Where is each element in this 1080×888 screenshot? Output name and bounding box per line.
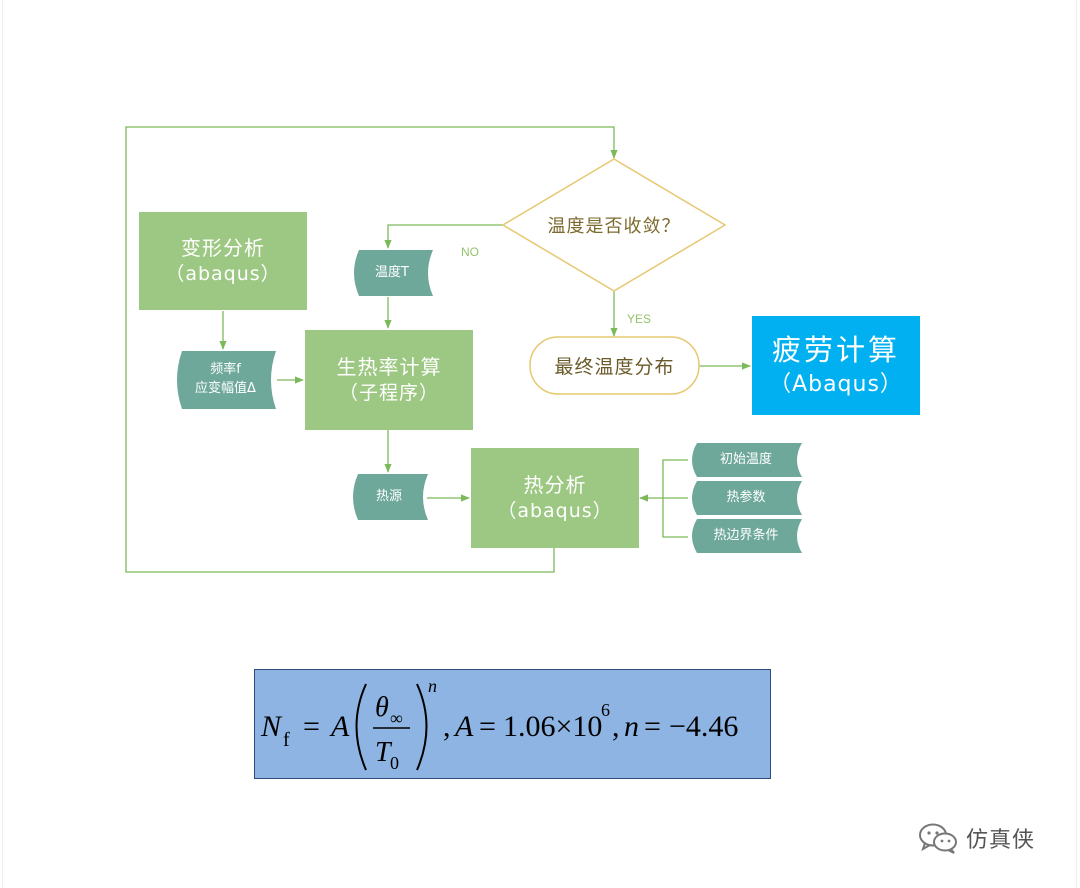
heat-source-tag-shape [353, 474, 428, 520]
formula-left-paren [355, 683, 367, 771]
thermal-analysis-subtitle: （abaqus） [497, 499, 613, 522]
no-branch-connector [384, 224, 503, 249]
formula-A-value: 1.06×10 [503, 710, 602, 743]
thermal-parameters-tag-text: 热参数 [726, 489, 766, 505]
initial-temperature-tag-label: 初始温度 [692, 443, 800, 477]
temperature-tag-label: 温度T [352, 250, 432, 296]
thermal-boundary-tag-shape [692, 519, 802, 553]
convergence-decision-shape [501, 158, 727, 292]
watermark: 仿真侠 [918, 822, 1035, 854]
heat-rate-calc-title: 生热率计算 [336, 354, 442, 379]
formula-n-value: −4.46 [669, 710, 738, 743]
formula-numerator: θ [375, 692, 389, 723]
formula-numerator-subscript: ∞ [390, 708, 403, 728]
formula-n-symbol: n [624, 710, 639, 743]
formula-lhs-subscript: f [283, 729, 290, 751]
thermal-parameters-tag-label: 热参数 [692, 481, 800, 515]
formula-denominator: T [375, 737, 393, 768]
frequency-tag-shape [177, 351, 276, 409]
no-edge-label: NO [461, 245, 479, 259]
watermark-text: 仿真侠 [966, 828, 1036, 853]
yes-edge-label: YES [627, 312, 652, 326]
formula-equals-3: = [644, 710, 661, 743]
thermal-analysis-box: 热分析 （abaqus） [471, 448, 639, 548]
deformation-analysis-title: 变形分析 [181, 235, 265, 260]
fatigue-calc-subtitle: （Abaqus） [769, 372, 903, 398]
heat-source-tag-text: 热源 [375, 488, 402, 504]
formula-equals-2: = [479, 710, 496, 743]
frequency-strain-tag-label: 频率f 应变幅值Δ [177, 351, 274, 409]
formula-right-paren [416, 683, 428, 771]
initial-temperature-tag-text: 初始温度 [719, 451, 772, 467]
wechat-icon [919, 823, 957, 854]
formula-A-symbol: A [453, 710, 474, 743]
frequency-tag-line1: 频率f [210, 362, 241, 378]
thermal-boundary-tag-label: 热边界条件 [692, 519, 800, 553]
frame-left-line [2, 0, 3, 888]
frequency-tag-line2: 应变幅值Δ [195, 381, 256, 396]
temperature-tag-text: 温度T [375, 264, 409, 280]
formula-exponent: n [428, 676, 437, 696]
thermal-boundary-tag-text: 热边界条件 [713, 527, 779, 543]
convergence-decision-label: 温度是否收敛？ [547, 216, 681, 237]
loop-back-connector [125, 126, 618, 573]
deformation-analysis-box: 变形分析 （abaqus） [139, 212, 307, 310]
formula-denominator-subscript: 0 [390, 753, 399, 773]
formula-equals: = [303, 710, 320, 743]
deformation-analysis-subtitle: （abaqus） [165, 262, 281, 285]
formula-lhs: N [260, 710, 283, 743]
final-temperature-shape [529, 336, 700, 395]
frame-right-line [1076, 0, 1077, 888]
heat-rate-calc-subtitle: （子程序） [338, 381, 439, 404]
formula-coefficient: A [329, 710, 350, 743]
fatigue-formula-box: N f = A θ ∞ T 0 n , A = 1.06×10 6 , n = … [254, 669, 771, 779]
thermal-parameters-tag-shape [692, 481, 802, 515]
formula-A-exponent: 6 [601, 700, 610, 720]
fatigue-formula: N f = A θ ∞ T 0 n , A = 1.06×10 6 , n = … [260, 676, 738, 773]
heat-rate-calc-box: 生热率计算 （子程序） [305, 330, 473, 430]
final-temperature-label: 最终温度分布 [554, 356, 675, 378]
fatigue-calc-title: 疲劳计算 [771, 333, 900, 368]
temperature-tag-shape [354, 250, 433, 296]
fatigue-calc-box: 疲劳计算 （Abaqus） [752, 316, 920, 415]
formula-comma-1: , [443, 710, 451, 743]
formula-comma-2: , [612, 710, 620, 743]
initial-temperature-tag-shape [692, 443, 802, 477]
heat-source-tag-label: 热源 [352, 474, 426, 520]
thermal-analysis-title: 热分析 [523, 472, 587, 497]
